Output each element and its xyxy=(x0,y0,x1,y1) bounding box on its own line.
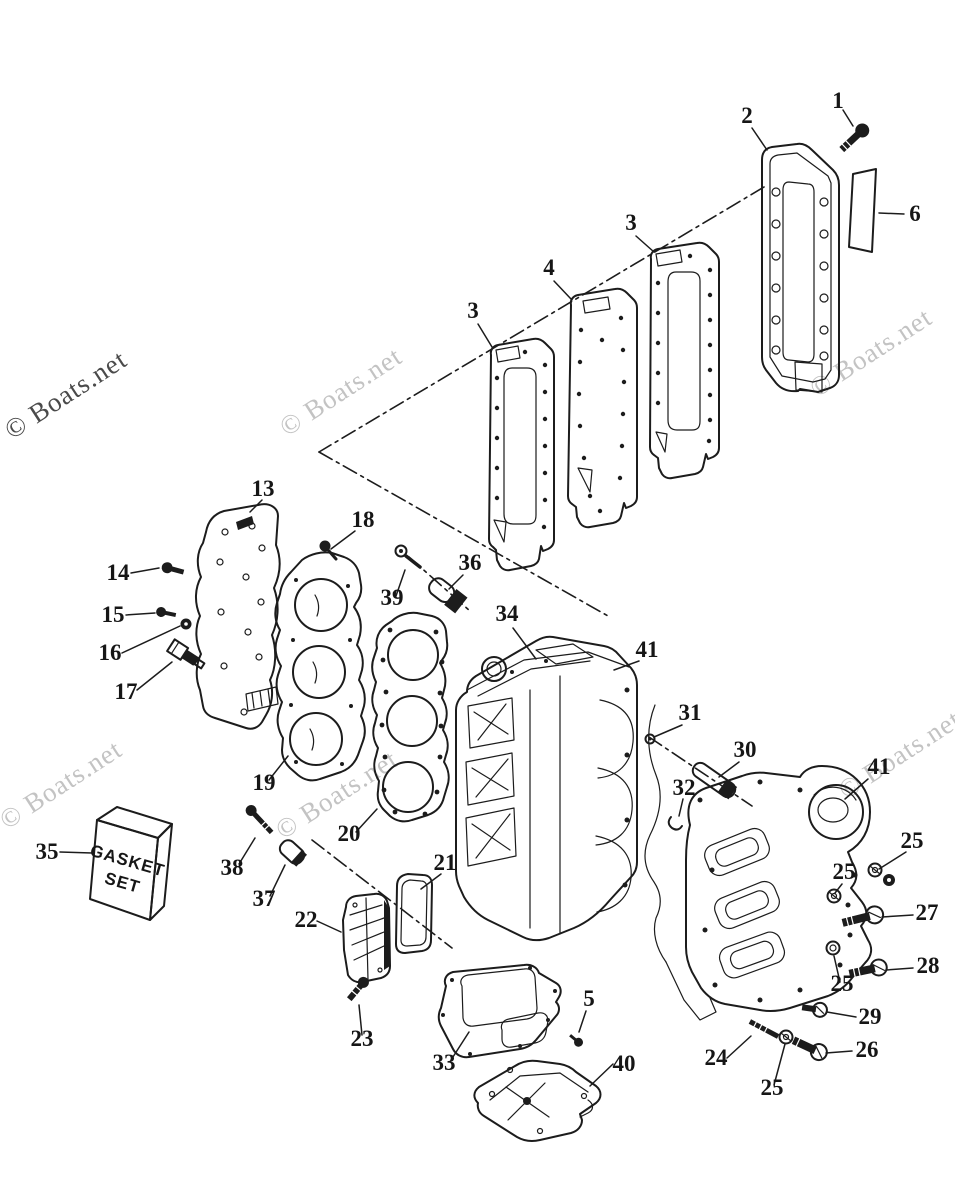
callout-20: 20 xyxy=(338,821,361,846)
part-ring-31 xyxy=(644,733,656,745)
callout-19: 19 xyxy=(253,770,276,795)
callout-36: 36 xyxy=(459,550,482,575)
callout-41-crankcase: 41 xyxy=(868,754,891,779)
callout-2: 2 xyxy=(741,103,753,128)
callout-15: 15 xyxy=(102,602,125,627)
callout-3-left: 3 xyxy=(467,298,479,323)
part-exhaust-cover-13 xyxy=(195,503,281,730)
part-lower-plate-40 xyxy=(473,1059,602,1142)
part-bolt-38 xyxy=(245,804,274,835)
callout-34: 34 xyxy=(496,601,520,626)
callout-31: 31 xyxy=(679,700,702,725)
part-stud-39 xyxy=(394,544,422,569)
callout-29: 29 xyxy=(859,1004,882,1029)
callout-35: 35 xyxy=(36,839,59,864)
callout-6: 6 xyxy=(909,201,921,226)
part-bolt-1 xyxy=(839,123,870,153)
part-gasket-33 xyxy=(437,963,562,1059)
part-exhaust-plate-3-left xyxy=(488,337,555,572)
callout-32: 32 xyxy=(673,775,696,800)
callout-17: 17 xyxy=(115,679,138,704)
part-head-gasket-20 xyxy=(371,611,450,823)
callout-5: 5 xyxy=(583,986,595,1011)
callout-16: 16 xyxy=(99,640,122,665)
callout-27: 27 xyxy=(916,900,939,925)
callout-33: 33 xyxy=(433,1050,456,1075)
part-collar-37 xyxy=(278,839,308,867)
part-bolt-23 xyxy=(346,976,369,1002)
callout-40: 40 xyxy=(613,1051,636,1076)
callout-23: 23 xyxy=(351,1026,374,1051)
part-exhaust-plate-4-middle xyxy=(567,287,638,529)
part-spark-plug-17 xyxy=(166,638,206,670)
part-bolt-27 xyxy=(841,905,885,928)
callout-28: 28 xyxy=(917,953,940,978)
part-screw-5 xyxy=(569,1034,584,1047)
part-pin-36 xyxy=(428,577,468,614)
callout-13: 13 xyxy=(252,476,275,501)
part-bolt-29 xyxy=(801,1001,828,1018)
callout-labels: 1 2 3 4 3 6 13 14 15 16 17 18 39 36 34 4… xyxy=(36,88,940,1100)
callout-26: 26 xyxy=(856,1037,879,1062)
part-gasket-21 xyxy=(395,873,433,954)
callout-41-block: 41 xyxy=(636,637,659,662)
part-bolt-28 xyxy=(848,958,888,979)
part-nut-25-a xyxy=(867,862,883,878)
part-stud-24 xyxy=(748,1019,780,1039)
part-plate-6 xyxy=(848,168,877,253)
callout-22: 22 xyxy=(295,907,318,932)
callout-25-b: 25 xyxy=(833,859,856,884)
callout-18: 18 xyxy=(352,507,375,532)
part-clip-32 xyxy=(667,816,683,831)
callout-3-right: 3 xyxy=(625,210,637,235)
leader-lines xyxy=(59,109,914,1087)
callout-25-d: 25 xyxy=(761,1075,784,1100)
part-nut-25-d xyxy=(778,1029,794,1045)
part-pin-30 xyxy=(691,761,738,800)
part-nut-25-c xyxy=(825,940,841,956)
callout-1: 1 xyxy=(832,88,844,113)
callout-30: 30 xyxy=(734,737,757,762)
callout-4: 4 xyxy=(543,255,555,280)
part-bolt-15 xyxy=(156,606,177,618)
part-nut-25-b xyxy=(826,888,842,904)
callout-14: 14 xyxy=(107,560,131,585)
callout-21: 21 xyxy=(434,850,457,875)
part-bolt-26 xyxy=(791,1036,828,1062)
part-bolt-14 xyxy=(161,562,185,575)
part-nut-25-a2 xyxy=(883,874,895,886)
callout-25-a: 25 xyxy=(901,828,924,853)
part-cover-22 xyxy=(342,892,391,984)
part-bolt-18 xyxy=(319,540,338,561)
part-cylinder-head-cover-2 xyxy=(761,142,840,393)
part-nut-16 xyxy=(180,618,192,630)
callout-37: 37 xyxy=(253,886,276,911)
callout-25-c: 25 xyxy=(831,971,854,996)
part-exhaust-plate-3-right xyxy=(649,241,720,480)
part-cylinder-head-19 xyxy=(274,551,366,782)
part-cylinder-block-34 xyxy=(455,635,638,942)
callout-38: 38 xyxy=(221,855,244,880)
callout-39: 39 xyxy=(381,585,404,610)
callout-24: 24 xyxy=(705,1045,729,1070)
